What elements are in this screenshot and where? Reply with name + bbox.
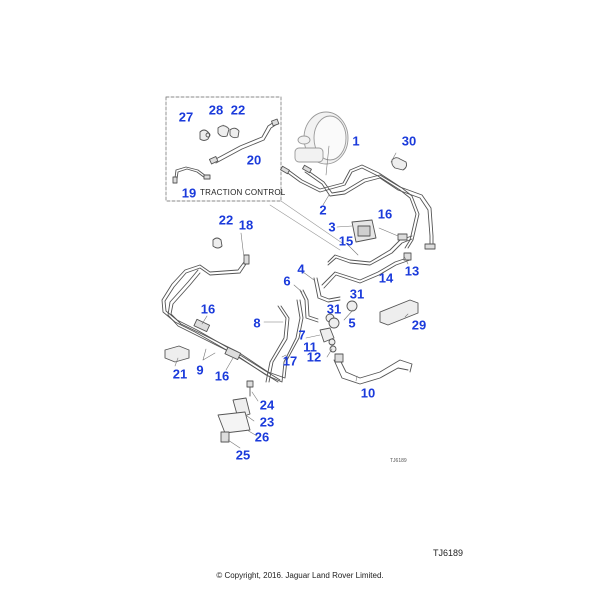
drawing-reference: TJ6189: [433, 548, 464, 558]
traction-control-inset-box: [165, 96, 282, 202]
brake-servo-master-cylinder: [294, 111, 349, 165]
pipe-8: [265, 305, 290, 383]
bracket-assembly: [217, 380, 254, 443]
block-21: [164, 345, 190, 363]
callout-25[interactable]: 25: [235, 447, 251, 463]
inset-pipe-19: [172, 166, 211, 184]
callout-4[interactable]: 4: [297, 261, 305, 277]
callout-10[interactable]: 10: [360, 385, 376, 401]
callout-12[interactable]: 12: [306, 349, 322, 365]
callout-19[interactable]: 19: [181, 185, 197, 201]
callout-16-left[interactable]: 16: [200, 301, 216, 317]
callout-23[interactable]: 23: [259, 414, 275, 430]
inset-clip-22: [229, 127, 240, 139]
pipe-18: [161, 261, 281, 383]
inset-clip-27: [199, 129, 211, 141]
pipe-1: [284, 164, 420, 249]
callout-3[interactable]: 3: [328, 219, 336, 235]
leader-lines: [174, 124, 409, 449]
traction-control-caption: TRACTION CONTROL: [200, 188, 286, 197]
callout-6[interactable]: 6: [283, 273, 291, 289]
callout-22-inset[interactable]: 22: [230, 102, 246, 118]
callout-8[interactable]: 8: [253, 315, 261, 331]
callout-26[interactable]: 26: [254, 429, 270, 445]
callout-2[interactable]: 2: [319, 202, 327, 218]
pipe-14: [321, 256, 411, 289]
pressure-switch-3: [351, 219, 377, 243]
callout-31-upper[interactable]: 31: [349, 286, 365, 302]
callout-15[interactable]: 15: [338, 233, 354, 249]
callout-29[interactable]: 29: [411, 317, 427, 333]
callout-17[interactable]: 17: [282, 353, 298, 369]
clip-30: [391, 157, 408, 171]
callout-13[interactable]: 13: [404, 263, 420, 279]
copyright-notice: © Copyright, 2016. Jaguar Land Rover Lim…: [216, 571, 384, 580]
callout-16-bottom[interactable]: 16: [214, 368, 230, 384]
callout-28[interactable]: 28: [208, 102, 224, 118]
callout-30[interactable]: 30: [401, 133, 417, 149]
callout-11[interactable]: 11: [303, 339, 317, 355]
callout-7[interactable]: 7: [298, 327, 306, 343]
pipe-2: [304, 169, 434, 247]
callout-24[interactable]: 24: [259, 397, 275, 413]
pipe-6: [299, 289, 319, 323]
callout-27[interactable]: 27: [178, 109, 194, 125]
inset-pipe-20: [208, 118, 280, 165]
connector-block-29: [379, 299, 419, 326]
inset-clip-28: [217, 125, 230, 138]
callout-21[interactable]: 21: [172, 366, 188, 382]
small-drawing-reference: TJ6189: [390, 458, 407, 464]
callout-5[interactable]: 5: [348, 315, 356, 331]
callout-31-lower[interactable]: 31: [326, 301, 342, 317]
hose-10: [333, 353, 413, 385]
callout-20[interactable]: 20: [246, 152, 262, 168]
fittings-center: [319, 300, 358, 353]
pipe-4: [313, 277, 341, 303]
callout-22[interactable]: 22: [218, 212, 234, 228]
callout-9[interactable]: 9: [196, 362, 204, 378]
callout-16-top[interactable]: 16: [377, 206, 393, 222]
callout-18[interactable]: 18: [238, 217, 254, 233]
clip-22: [212, 237, 223, 249]
callout-1[interactable]: 1: [352, 133, 360, 149]
callout-14[interactable]: 14: [378, 270, 394, 286]
